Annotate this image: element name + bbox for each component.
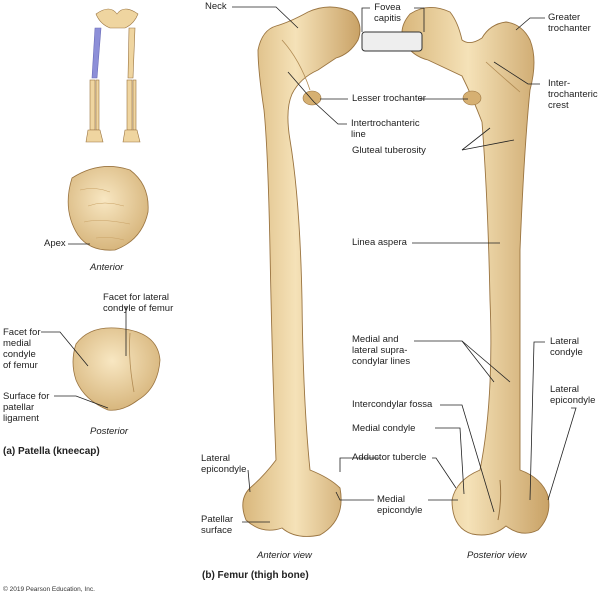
label-patellar-2: surface <box>201 525 233 536</box>
label-intertrochanteric-crest: Inter- trochanteric crest <box>548 78 598 111</box>
label-patellar-surface: Patellar surface <box>201 514 233 536</box>
leader-lines <box>41 6 577 523</box>
femur-posterior <box>401 7 550 536</box>
label-msl-2: lateral supra- <box>352 345 408 356</box>
label-facet-lat-1: Facet for lateral <box>103 292 169 303</box>
label-facet-lateral: Facet for lateral condyle of femur <box>103 292 173 314</box>
label-facet-med-4: of femur <box>3 360 38 371</box>
patella-posterior <box>72 327 161 411</box>
label-fovea: Fovea capitis <box>374 2 401 24</box>
label-msl-3: condylar lines <box>352 356 411 367</box>
label-inter-3: crest <box>548 100 569 111</box>
label-surf-3: ligament <box>3 413 39 424</box>
label-medial-condyle: Medial condyle <box>352 423 416 434</box>
label-linea-aspera: Linea aspera <box>352 237 407 248</box>
label-surface-patellar-ligament: Surface for patellar ligament <box>3 391 49 424</box>
label-lat-condyle-2: condyle <box>550 347 583 358</box>
fovea-box <box>361 31 423 52</box>
label-intercondylar-fossa: Intercondylar fossa <box>352 399 433 410</box>
label-lat-epi-l-1: Lateral <box>201 453 231 464</box>
label-greater-2: trochanter <box>548 23 591 34</box>
label-lesser-trochanter: Lesser trochanter <box>352 93 426 104</box>
label-greater-1: Greater <box>548 12 581 23</box>
label-itl-2: line <box>351 129 366 140</box>
label-inter-2: trochanteric <box>548 89 598 100</box>
label-med-epi-1: Medial <box>377 494 405 505</box>
label-greater-trochanter: Greater trochanter <box>548 12 591 34</box>
patella-anterior <box>67 166 149 251</box>
label-anterior: Anterior <box>90 262 124 273</box>
label-anterior-view: Anterior view <box>257 550 312 561</box>
label-facet-medial: Facet for medial condyle of femur <box>3 327 41 371</box>
label-adductor-tubercle: Adductor tubercle <box>352 452 427 463</box>
label-lateral-epicondyle-anterior: Lateral epicondyle <box>201 453 246 475</box>
copyright: © 2019 Pearson Education, Inc. <box>3 586 95 593</box>
label-lat-epi-r-2: epicondyle <box>550 395 596 406</box>
label-fovea-2: capitis <box>374 13 401 24</box>
label-lat-condyle-1: Lateral <box>550 336 580 347</box>
caption-femur: (b) Femur (thigh bone) <box>202 570 309 581</box>
label-lat-epi-r-1: Lateral <box>550 384 580 395</box>
label-medial-epicondyle: Medial epicondyle <box>377 494 422 516</box>
label-intertrochanteric-line: Intertrochanteric line <box>351 118 420 140</box>
femur-anterior <box>242 6 361 537</box>
label-fovea-1: Fovea <box>374 2 401 13</box>
label-lat-epi-l-2: epicondyle <box>201 464 247 475</box>
highlighted-femur <box>91 27 102 79</box>
label-lateral-epicondyle-posterior: Lateral epicondyle <box>550 384 595 406</box>
label-inter-1: Inter- <box>548 78 571 89</box>
label-supracondylar-lines: Medial and lateral supra- condylar lines <box>352 334 410 367</box>
label-med-epi-2: epicondyle <box>377 505 423 516</box>
label-posterior: Posterior <box>90 426 129 437</box>
caption-patella: (a) Patella (kneecap) <box>3 446 100 457</box>
label-surf-1: Surface for <box>3 391 50 402</box>
label-patellar-1: Patellar <box>201 514 234 525</box>
mini-skeleton <box>85 8 141 143</box>
label-facet-med-2: medial <box>3 338 31 349</box>
label-gluteal-tuberosity: Gluteal tuberosity <box>352 145 426 156</box>
label-facet-lat-2: condyle of femur <box>103 303 174 314</box>
label-itl-1: Intertrochanteric <box>351 118 420 129</box>
label-surf-2: patellar <box>3 402 35 413</box>
label-lateral-condyle: Lateral condyle <box>550 336 583 358</box>
patella-texture <box>79 188 131 241</box>
label-facet-med-1: Facet for <box>3 327 41 338</box>
label-facet-med-3: condyle <box>3 349 36 360</box>
label-apex: Apex <box>44 238 66 249</box>
label-neck: Neck <box>205 1 227 12</box>
label-posterior-view: Posterior view <box>467 550 527 561</box>
label-msl-1: Medial and <box>352 334 399 345</box>
